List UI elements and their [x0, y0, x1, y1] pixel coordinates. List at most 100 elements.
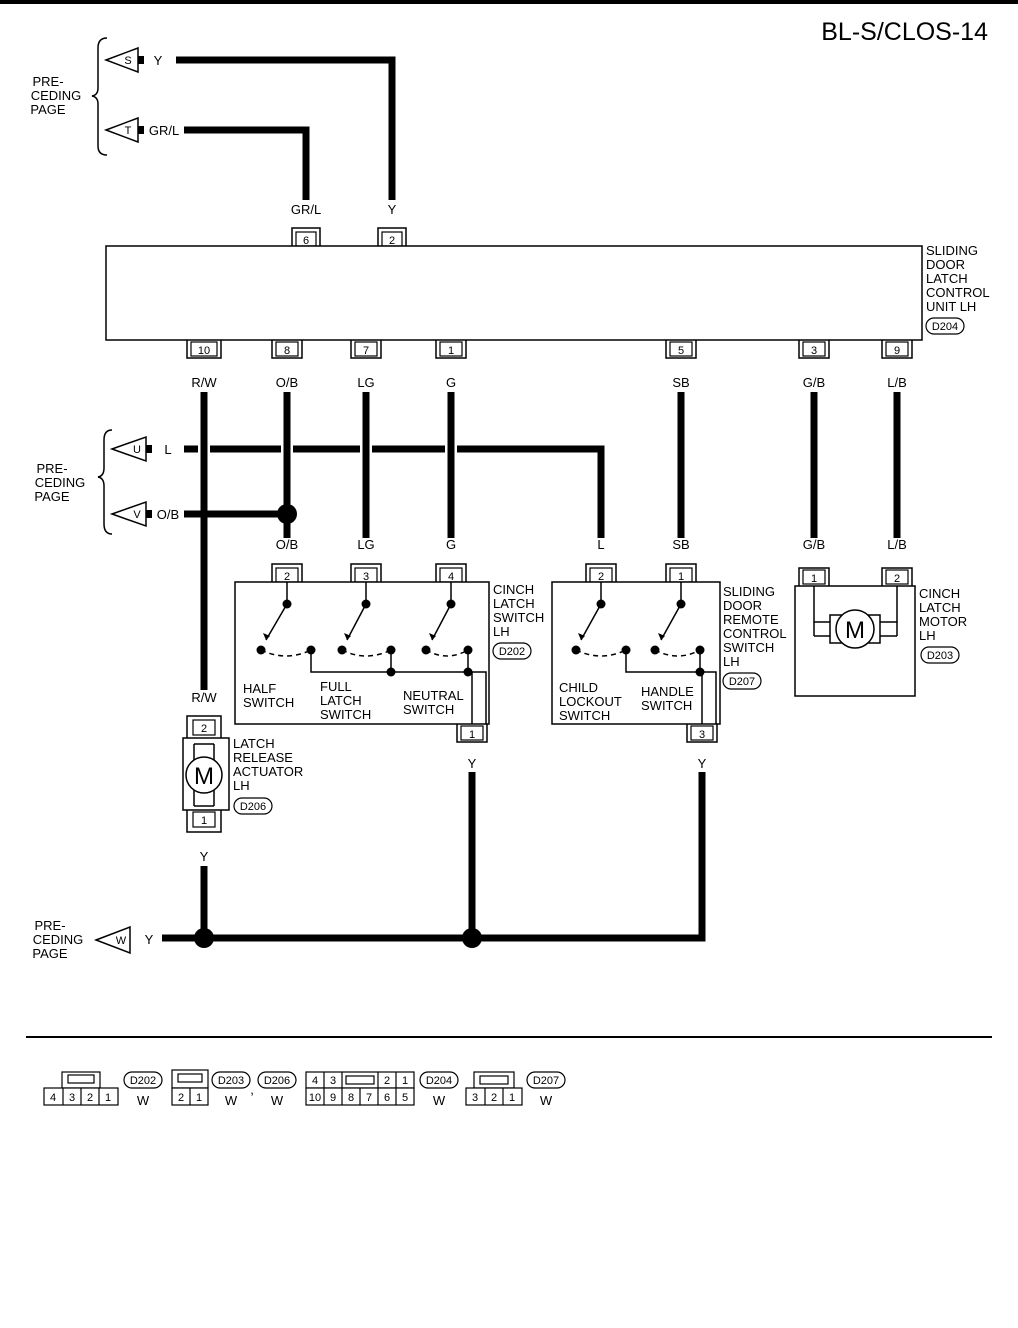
legend-pin: 2	[178, 1092, 184, 1104]
neutral-switch-label: NEUTRAL	[403, 688, 464, 703]
label-line: LATCH	[926, 271, 968, 286]
pin-1: 1	[811, 573, 817, 585]
wire-color-grl-top: GR/L	[291, 202, 321, 217]
wire-color-sb: SB	[672, 537, 689, 552]
pin-2: 2	[598, 571, 604, 583]
remote-control-switch-box	[551, 581, 721, 725]
wire-color-y-remote: Y	[698, 756, 707, 771]
handle-switch-label: SWITCH	[641, 698, 692, 713]
wire-color-gb: G/B	[803, 375, 825, 390]
wire-color-lb: L/B	[887, 375, 907, 390]
wire-stub	[138, 56, 144, 64]
legend-pin: 3	[69, 1092, 75, 1104]
pin-9: 9	[894, 345, 900, 357]
control-unit-top-pins: 6 2	[291, 227, 407, 247]
legend-pin: 3	[330, 1075, 336, 1087]
legend-pin: 2	[491, 1092, 497, 1104]
top-border	[0, 0, 1018, 4]
preceding-page-group-3: PRE- CEDING PAGE W Y	[32, 918, 153, 961]
connector-d202-label: D202	[499, 646, 525, 658]
wire-color-g: G	[446, 375, 456, 390]
motor-symbol: M	[845, 617, 865, 644]
connector-s-letter: S	[124, 55, 131, 67]
label-line: LH	[233, 778, 250, 793]
legend-connector-name: D204	[426, 1075, 452, 1087]
pin-3: 3	[363, 571, 369, 583]
legend-connector-name: D206	[264, 1075, 290, 1087]
label-line: ACTUATOR	[233, 764, 303, 779]
page-code: BL-S/CLOS-14	[821, 18, 988, 46]
child-lockout-switch-label: CHILD	[559, 680, 598, 695]
connector-u-letter: U	[133, 444, 141, 456]
pin-2: 2	[284, 571, 290, 583]
legend-connector-name: D203	[218, 1075, 244, 1087]
cinch-latch-motor-box	[794, 585, 916, 697]
label-line: RELEASE	[233, 750, 293, 765]
legend-d207: 3 2 1 D207 W	[465, 1071, 566, 1108]
preceding-page-label: PAGE	[30, 102, 65, 117]
wire-color-gb: G/B	[803, 537, 825, 552]
splice-ob	[277, 504, 297, 524]
pin-5: 5	[678, 345, 684, 357]
legend-d203-d206: 2 1 D203 W , D206 W	[171, 1069, 297, 1108]
preceding-page-label: PRE-	[34, 918, 65, 933]
label-line: SLIDING	[926, 243, 978, 258]
full-latch-switch-label: FULL	[320, 679, 352, 694]
wire-color-rw: R/W	[191, 690, 217, 705]
label-line: LATCH	[233, 736, 275, 751]
pin-8: 8	[284, 345, 290, 357]
wire-color-lg: LG	[357, 537, 374, 552]
legend-pin: 2	[384, 1075, 390, 1087]
wire-color-l: L	[597, 537, 604, 552]
legend-pin: 1	[196, 1092, 202, 1104]
actuator-motor-symbol: M	[194, 763, 214, 790]
wire-color-sb: SB	[672, 375, 689, 390]
legend-pin: 9	[330, 1092, 336, 1104]
connector-w-letter: W	[116, 935, 127, 947]
cinch-latch-motor: 1 2 M CINCH LATCH MOTOR LH D203	[794, 567, 967, 697]
wire-labels-above-switches: O/B LG G L SB G/B L/B	[276, 537, 907, 552]
label-line: UNIT LH	[926, 299, 976, 314]
label-line: MOTOR	[919, 614, 967, 629]
legend-pin: 1	[105, 1092, 111, 1104]
wire-stub	[138, 126, 144, 134]
label-line: LH	[919, 628, 936, 643]
pin-1: 1	[678, 571, 684, 583]
wires-middle	[184, 392, 901, 690]
label-line: LH	[723, 654, 740, 669]
preceding-page-group-1: PRE- CEDING PAGE S Y T GR/L	[30, 37, 179, 156]
label-line: LH	[493, 624, 510, 639]
wire-color-g: G	[446, 537, 456, 552]
legend-connector-color: W	[137, 1093, 150, 1108]
legend-pin: 4	[312, 1075, 318, 1087]
control-unit-box	[105, 245, 923, 341]
preceding-page-label: CEDING	[33, 932, 84, 947]
full-latch-switch-label: LATCH	[320, 693, 362, 708]
pin-2: 2	[894, 573, 900, 585]
label-line: SLIDING	[723, 584, 775, 599]
cinch-latch-switch: 2 3 4	[234, 563, 544, 743]
wire-stub	[146, 510, 152, 518]
legend-connector-color: W	[433, 1093, 446, 1108]
pin-3: 3	[699, 729, 705, 741]
wire-color-y-w: Y	[145, 932, 154, 947]
pin-4: 4	[448, 571, 454, 583]
legend-pin: 6	[384, 1092, 390, 1104]
wire-stub	[146, 445, 152, 453]
legend-pin: 1	[509, 1092, 515, 1104]
label-line: CONTROL	[926, 285, 990, 300]
label-line: CONTROL	[723, 626, 787, 641]
label-line: DOOR	[723, 598, 762, 613]
legend-connector-name: D202	[130, 1075, 156, 1087]
legend-d202: 4 3 2 1 D202 W	[43, 1071, 163, 1108]
control-unit-bottom-pins: 10 8 7 1 5 3 9	[186, 340, 913, 359]
wires-top	[176, 56, 396, 200]
latch-release-actuator: R/W 2 M 1 LATCH RELEASE ACTUATOR LH D206	[182, 690, 303, 833]
wire-color-grl-t: GR/L	[149, 123, 179, 138]
legend-connector-color: W	[225, 1093, 238, 1108]
connector-t-letter: T	[125, 125, 132, 137]
separator-line	[26, 1036, 992, 1038]
connector-w-arrow	[93, 925, 131, 955]
wire-color-ob: O/B	[276, 375, 298, 390]
pin-10: 10	[198, 345, 210, 357]
